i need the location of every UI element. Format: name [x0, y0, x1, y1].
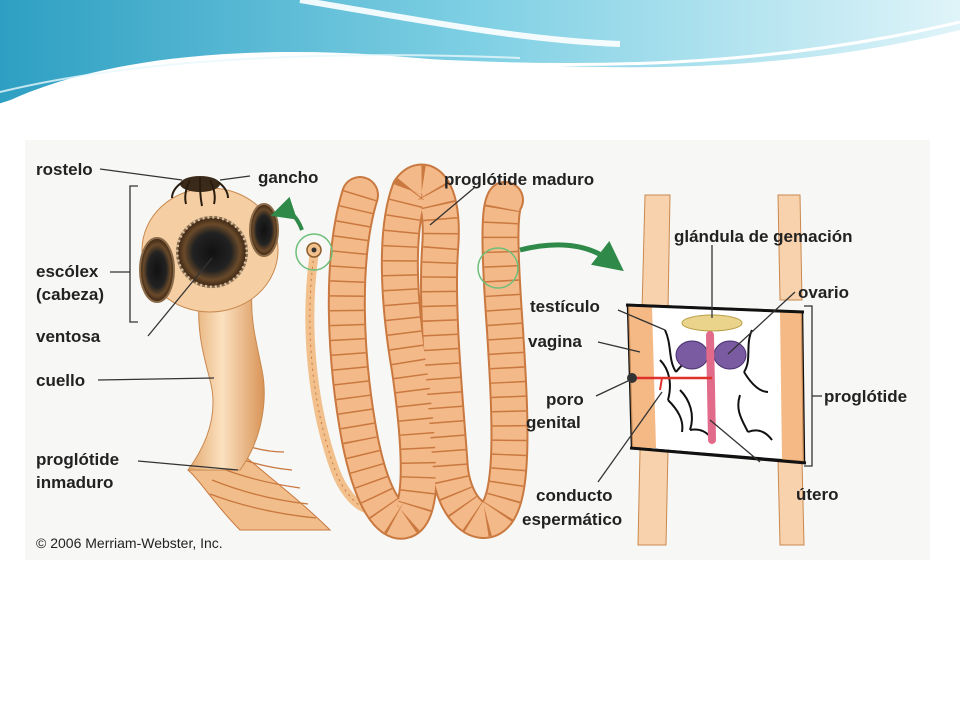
copyright-text: © 2006 Merriam-Webster, Inc. [36, 535, 223, 551]
label-glandula: glándula de gemación [674, 227, 853, 246]
label-genital: genital [526, 413, 581, 432]
label-proglotide-maduro: proglótide maduro [444, 170, 594, 189]
label-proglotide: proglótide [824, 387, 907, 406]
label-espermatico: espermático [522, 510, 622, 529]
label-ovario: ovario [798, 283, 849, 302]
label-utero: útero [796, 485, 839, 504]
tapeworm-body [270, 163, 624, 540]
label-poro: poro [546, 390, 584, 409]
label-proglotide-inmaduro-1: proglótide [36, 450, 119, 469]
label-testiculo: testículo [530, 297, 600, 316]
label-ventosa: ventosa [36, 327, 101, 346]
label-vagina: vagina [528, 332, 582, 351]
labels: rostelo gancho escólex (cabeza) ventosa … [36, 160, 907, 551]
label-gancho: gancho [258, 168, 318, 187]
label-escolex: escólex [36, 262, 99, 281]
label-cuello: cuello [36, 371, 85, 390]
mature-proglottid-detail [625, 194, 807, 546]
label-rostelo: rostelo [36, 160, 93, 179]
leader-lines [97, 168, 822, 483]
label-cabeza: (cabeza) [36, 285, 104, 304]
label-conducto: conducto [536, 486, 613, 505]
label-proglotide-inmaduro-2: inmaduro [36, 473, 113, 492]
top-banner [0, 0, 960, 107]
